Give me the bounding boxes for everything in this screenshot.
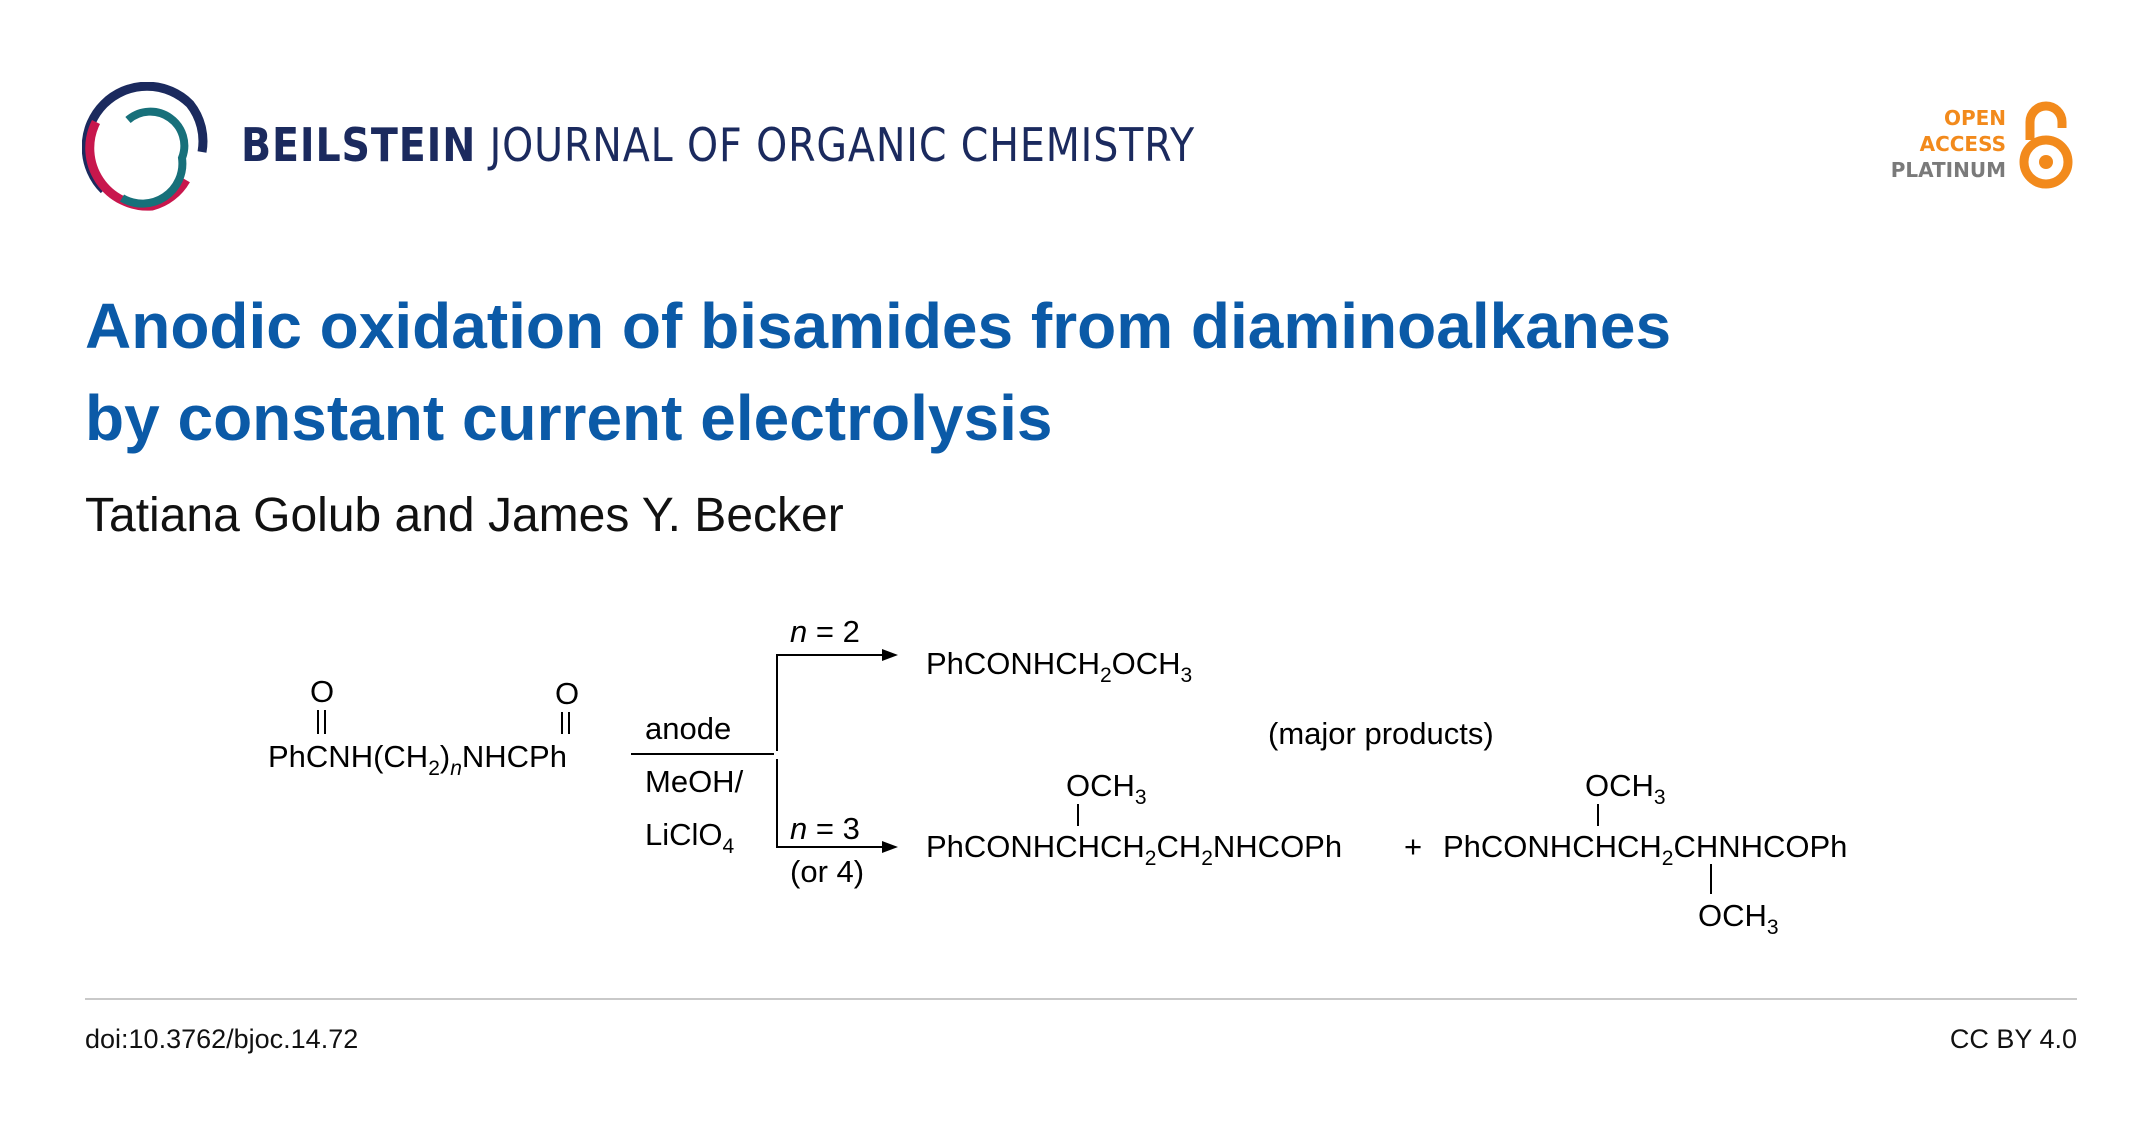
- article-title: Anodic oxidation of bisamides from diami…: [85, 280, 1671, 464]
- carbonyl-oxygen-left: O: [310, 674, 334, 709]
- badge-platinum: PLATINUM: [1890, 158, 2006, 182]
- beilstein-logo: [82, 82, 208, 211]
- reaction-scheme: O O PhCNH(CH2)nNHCPh anode MeOH/ LiClO4 …: [268, 614, 1847, 939]
- branch-n2-label: n = 2: [790, 614, 860, 649]
- condition-anode: anode: [645, 711, 731, 746]
- open-access-badge: OPEN ACCESS PLATINUM: [1880, 100, 2080, 195]
- journal-name-bold: BEILSTEIN: [241, 118, 477, 172]
- product-3: PhCONHCHCH2CHNHCOPh: [1443, 829, 1847, 870]
- journal-name-rest: JOURNAL OF ORGANIC CHEMISTRY: [489, 118, 1196, 172]
- footer-divider: [85, 998, 2077, 1000]
- product-1: PhCONHCH2OCH3: [926, 646, 1192, 687]
- reactant-formula: PhCNH(CH2)nNHCPh: [268, 739, 567, 780]
- condition-liclo4: LiClO4: [645, 817, 735, 858]
- title-line-1: Anodic oxidation of bisamides from diami…: [85, 290, 1672, 362]
- plus-sign: +: [1404, 829, 1422, 864]
- carbonyl-oxygen-right: O: [555, 676, 579, 711]
- open-lock-icon: [2019, 101, 2073, 189]
- condition-meoh: MeOH/: [645, 764, 744, 799]
- branch-or4-label: (or 4): [790, 854, 864, 889]
- license[interactable]: CC BY 4.0: [1949, 1024, 2077, 1054]
- logo-arc-teal: [119, 107, 189, 208]
- product-3-och3-bottom: OCH3: [1698, 898, 1779, 939]
- doi[interactable]: doi:10.3762/bjoc.14.72: [85, 1024, 359, 1054]
- major-products-note: (major products): [1268, 716, 1494, 751]
- badge-access: ACCESS: [1919, 132, 2006, 156]
- product-2: PhCONHCHCH2CH2NHCOPh: [926, 829, 1342, 870]
- journal-name: BEILSTEIN JOURNAL OF ORGANIC CHEMISTRY: [241, 118, 1195, 172]
- product-2-och3: OCH3: [1066, 768, 1147, 809]
- product-3-och3-top: OCH3: [1585, 768, 1666, 809]
- branch-n3-label: n = 3: [790, 811, 860, 846]
- badge-open: OPEN: [1943, 106, 2006, 130]
- title-line-2: by constant current electrolysis: [85, 382, 1053, 454]
- authors: Tatiana Golub and James Y. Becker: [85, 489, 844, 542]
